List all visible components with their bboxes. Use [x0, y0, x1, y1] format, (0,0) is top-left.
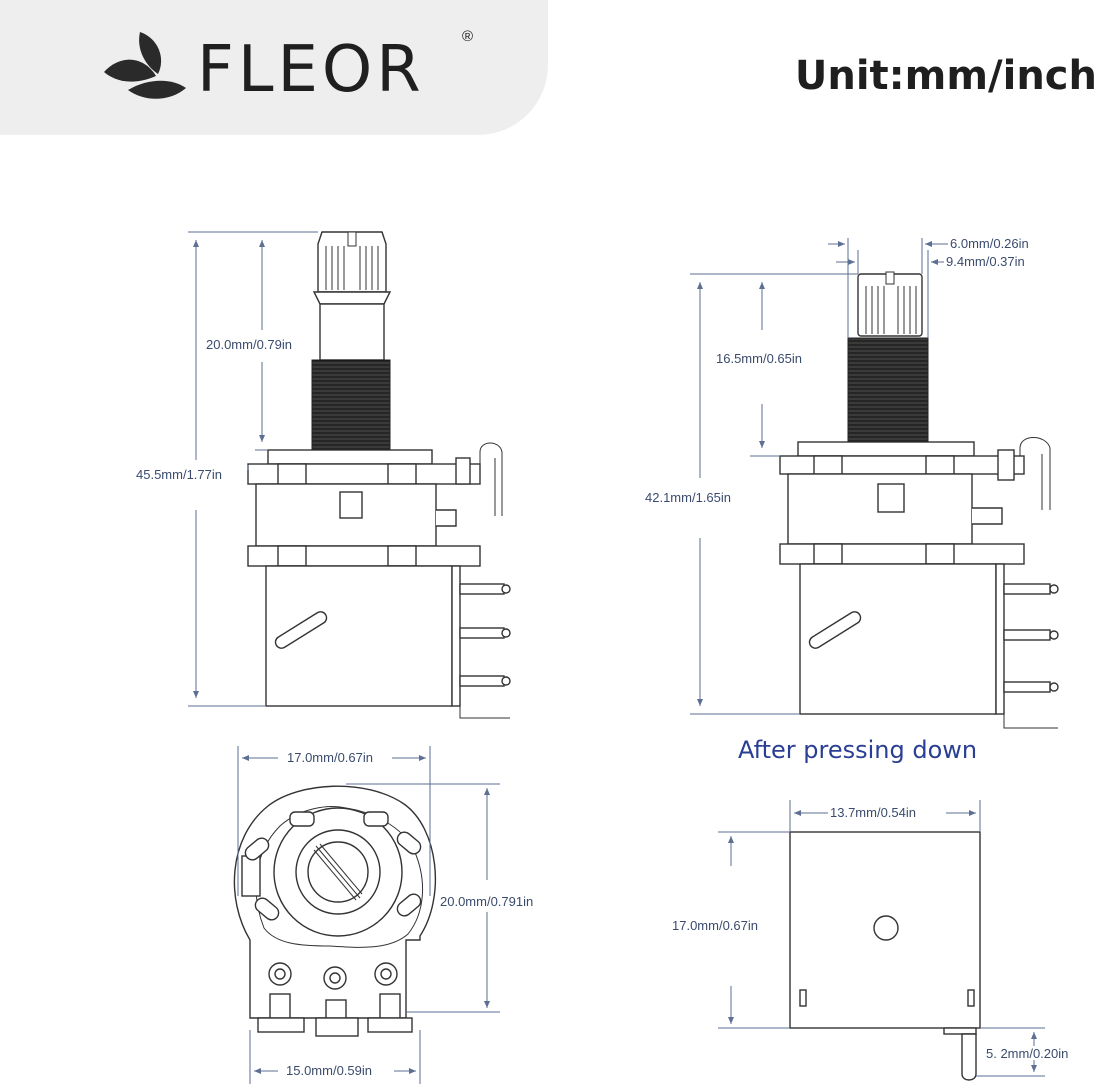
front-shaft-height-label: 20.0mm/0.79in — [206, 337, 292, 352]
pressed-shaft-height-label: 16.5mm/0.65in — [716, 351, 802, 366]
front-total-height-label: 45.5mm/1.77in — [136, 467, 222, 482]
side-view-dimensions — [718, 800, 1045, 1077]
leaf-logo-icon — [104, 32, 186, 99]
bottom-view-pot — [233, 785, 437, 1037]
side-lug-length-label: 5. 2mm/0.20in — [986, 1046, 1068, 1061]
front-view-dimensions — [188, 231, 318, 707]
side-view-pot — [789, 831, 981, 1081]
pressed-total-height-label: 42.1mm/1.65in — [645, 490, 731, 505]
pressed-view-pot — [779, 271, 1059, 729]
bottom-view-dimensions — [237, 746, 500, 1084]
pressed-knurl-diameter-label: 6.0mm/0.26in — [950, 236, 1029, 251]
bottom-width-label: 17.0mm/0.67in — [287, 750, 373, 765]
unit-label: Unit:mm/inch — [794, 53, 1097, 99]
after-pressing-caption: After pressing down — [738, 736, 977, 764]
bottom-height-label: 20.0mm/0.791in — [440, 894, 533, 909]
brand-banner: FLEOR ® — [0, 0, 548, 135]
pressed-view-dimensions — [690, 238, 948, 715]
front-view-pot — [247, 231, 511, 719]
brand-name: FLEOR — [197, 33, 425, 107]
side-height-label: 17.0mm/0.67in — [672, 918, 758, 933]
bottom-lug-span-label: 15.0mm/0.59in — [286, 1063, 372, 1078]
registered-mark: ® — [462, 28, 474, 45]
side-width-label: 13.7mm/0.54in — [830, 805, 916, 820]
pressed-bushing-diameter-label: 9.4mm/0.37in — [946, 254, 1025, 269]
